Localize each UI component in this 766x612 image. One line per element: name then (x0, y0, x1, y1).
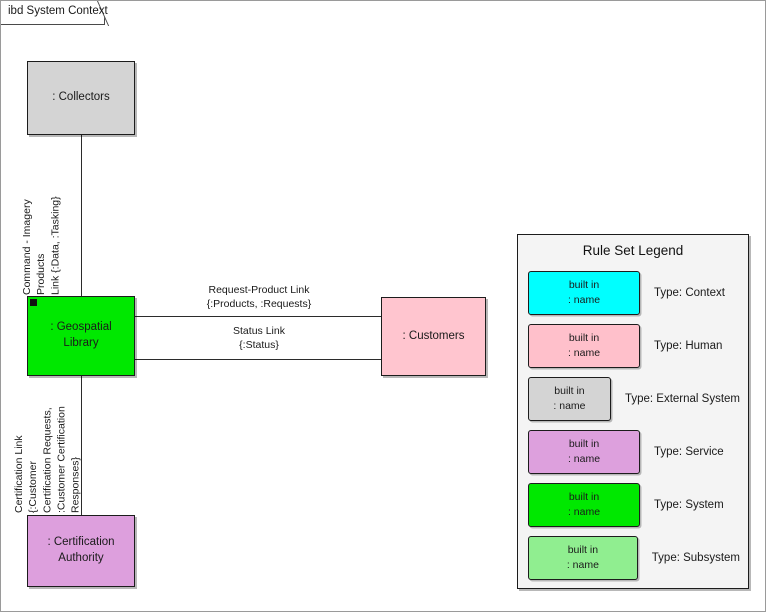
port-icon[interactable] (30, 299, 37, 306)
legend-swatch: built in : name (528, 430, 640, 474)
legend-swatch: built in : name (528, 271, 640, 315)
legend-row: built in : name Type: Service (528, 430, 740, 474)
block-label: : Collectors (52, 91, 110, 104)
connector-library-to-customers-status (135, 359, 381, 360)
connector-label-status: Status Link {:Status} (233, 325, 285, 351)
legend-type-label: Type: Context (654, 287, 725, 299)
legend-type-label: Type: Human (654, 340, 723, 352)
frame-tab-label: ibd System Context (8, 5, 108, 17)
legend-type-label: Type: Subsystem (651, 552, 740, 564)
legend-swatch-line2: : name (567, 347, 601, 359)
legend-swatch: built in : name (528, 536, 638, 580)
legend-title: Rule Set Legend (582, 243, 684, 258)
block-geospatial-library[interactable]: : Geospatial Library (27, 296, 135, 376)
connector-label-certification: Certification Link {:Customer Certificat… (13, 406, 82, 513)
rule-set-legend-panel: Rule Set Legend built in : name Type: Cont… (517, 234, 749, 589)
legend-type-label: Type: External System (624, 393, 740, 405)
legend-row: built in : name Type: Human (528, 324, 740, 368)
legend-type-label: Type: System (654, 499, 724, 511)
legend-swatch-line2: : name (567, 294, 601, 306)
legend-row: built in : name Type: External System (528, 377, 740, 421)
legend-swatch-line1: built in (568, 332, 600, 345)
connector-library-to-certification (81, 376, 82, 515)
legend-row: built in : name Type: Context (528, 271, 740, 315)
frame-tab (1, 1, 105, 25)
block-customers[interactable]: : Customers (381, 297, 486, 376)
connector-library-to-customers-request (135, 316, 381, 317)
legend-swatch-line1: built in (568, 279, 600, 292)
legend-swatch-line1: built in (567, 544, 599, 557)
legend-swatch: built in : name (528, 324, 640, 368)
legend-swatch-line1: built in (568, 438, 600, 451)
legend-swatch: built in : name (528, 483, 640, 527)
legend-swatch-line1: built in (554, 385, 585, 398)
block-collectors[interactable]: : Collectors (27, 61, 135, 135)
legend-swatch-line2: : name (567, 506, 601, 518)
legend-type-label: Type: Service (654, 446, 724, 458)
connector-collectors-to-library (81, 135, 82, 296)
connector-label-request-product: Request-Product Link {:Products, :Reques… (206, 284, 312, 310)
legend-swatch-line1: built in (568, 491, 600, 504)
block-certification-authority[interactable]: : Certification Authority (27, 515, 135, 587)
block-label: : Geospatial Library (50, 321, 112, 349)
connector-label-command-imagery: Command - Imagery Products Link {:Data, … (21, 196, 62, 295)
block-label: : Certification Authority (47, 536, 115, 564)
legend-swatch-line2: : name (553, 400, 586, 412)
legend-row: built in : name Type: Subsystem (528, 536, 740, 580)
block-label: : Customers (402, 329, 465, 342)
legend-row: built in : name Type: System (528, 483, 740, 527)
legend-swatch: built in : name (528, 377, 611, 421)
legend-swatch-line2: : name (566, 559, 599, 571)
legend-swatch-line2: : name (567, 453, 601, 465)
